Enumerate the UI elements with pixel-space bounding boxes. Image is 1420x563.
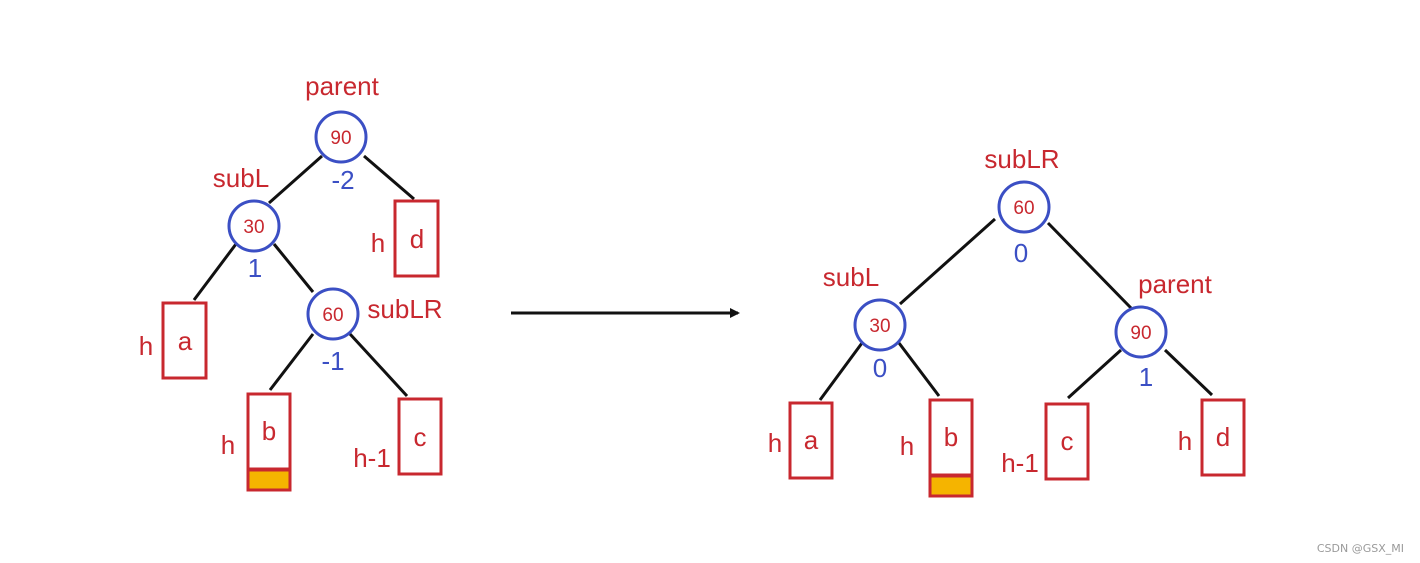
left-parent-node xyxy=(314,110,368,164)
left-parent-label: parent xyxy=(305,71,379,101)
left-subLR-value: 60 xyxy=(322,305,343,326)
left-box-d-name: d xyxy=(410,224,424,254)
left-parent-value: 90 xyxy=(330,128,351,149)
right-subL-node xyxy=(853,298,907,352)
left-box-b-increment xyxy=(246,468,292,492)
right-parent-label: parent xyxy=(1138,269,1212,299)
left-subLR-node xyxy=(306,287,360,341)
left-subL-label: subL xyxy=(213,163,269,193)
left-parent-balance: -2 xyxy=(331,165,354,195)
right-box-a-name: a xyxy=(804,425,819,455)
edge-parent-d xyxy=(363,154,415,201)
left-box-b-height: h xyxy=(221,430,235,460)
right-box-b-height: h xyxy=(900,431,914,461)
left-box-a-height: h xyxy=(139,331,153,361)
right-box-d xyxy=(1200,398,1246,477)
right-subLR-value: 60 xyxy=(1013,198,1034,219)
edge-subLR-c xyxy=(348,332,409,398)
left-box-c-name: c xyxy=(414,422,427,452)
left-subL-node xyxy=(227,199,281,253)
right-tree: subLR 60 0 subL 30 0 parent 90 1 a h b h… xyxy=(768,144,1246,498)
left-box-d-height: h xyxy=(371,228,385,258)
edge-subLR-parent xyxy=(1046,221,1133,310)
edge-parent-d xyxy=(1163,348,1214,397)
right-subL-label: subL xyxy=(823,262,879,292)
right-subLR-label: subLR xyxy=(984,144,1059,174)
right-box-d-height: h xyxy=(1178,426,1192,456)
left-box-a xyxy=(161,301,208,380)
edge-subL-a xyxy=(818,342,864,401)
edge-parent-subL xyxy=(268,154,323,205)
edge-subLR-subL xyxy=(898,217,997,306)
left-box-b-name: b xyxy=(262,416,276,446)
edge-subLR-b xyxy=(268,333,315,391)
left-box-c xyxy=(397,397,443,476)
edge-subL-b xyxy=(897,342,941,397)
right-parent-balance: 1 xyxy=(1139,362,1153,392)
right-subL-value: 30 xyxy=(869,316,890,337)
right-box-c-height: h-1 xyxy=(1001,448,1039,478)
right-box-a xyxy=(788,401,834,480)
right-box-d-name: d xyxy=(1216,422,1230,452)
edge-parent-c xyxy=(1066,348,1123,400)
right-box-a-height: h xyxy=(768,428,782,458)
right-subL-balance: 0 xyxy=(873,353,887,383)
left-box-c-height: h-1 xyxy=(353,443,391,473)
right-box-c xyxy=(1044,402,1090,481)
right-box-b-name: b xyxy=(944,422,958,452)
left-box-a-name: a xyxy=(178,326,193,356)
right-subLR-balance: 0 xyxy=(1014,238,1028,268)
right-box-c-name: c xyxy=(1061,426,1074,456)
right-parent-node xyxy=(1114,305,1168,359)
right-subLR-node xyxy=(997,180,1051,234)
edge-subL-subLR xyxy=(272,243,315,293)
left-tree: parent 90 -2 subL 30 1 60 subLR -1 d h a… xyxy=(139,71,443,492)
left-subLR-balance: -1 xyxy=(321,346,344,376)
left-box-d xyxy=(393,199,440,278)
watermark: CSDN @GSX_MI xyxy=(1316,542,1404,555)
edge-subL-a xyxy=(192,243,238,301)
left-subL-value: 30 xyxy=(243,217,264,238)
left-subLR-label: subLR xyxy=(367,294,442,324)
left-subL-balance: 1 xyxy=(248,253,262,283)
right-box-b-increment xyxy=(928,474,974,498)
right-parent-value: 90 xyxy=(1130,323,1151,344)
